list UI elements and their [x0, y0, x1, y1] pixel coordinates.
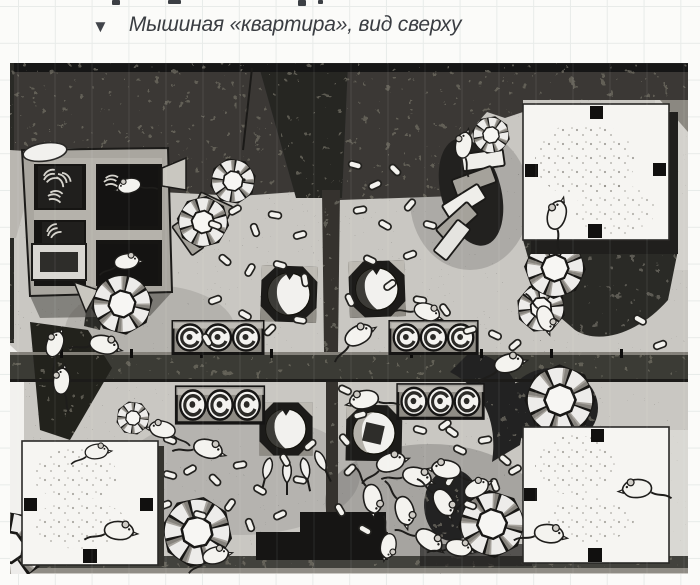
- triangle-marker-icon: ▼: [92, 16, 109, 36]
- staircase-top-middle: [432, 114, 514, 262]
- bottle-rack: [398, 385, 484, 419]
- clipped-text-fragment: [168, 0, 181, 4]
- figure-caption: ▼ Мышиная «квартира», вид сверху: [92, 13, 461, 37]
- bottle-rack: [173, 322, 263, 354]
- bottle-rack: [176, 387, 263, 423]
- spiral-tower-top-left: [170, 156, 258, 255]
- vertical-divider-lower: [326, 382, 338, 517]
- grid-overlay: [17, 63, 688, 574]
- clipped-text-fragment: [318, 0, 323, 4]
- platform-bottom-left: [21, 440, 164, 566]
- bottle-rack: [390, 322, 477, 354]
- caption-text: Мышиная «квартира», вид сверху: [128, 13, 462, 36]
- spiral-tower-mid-left: [72, 269, 157, 339]
- clipped-text-fragment: [112, 0, 120, 5]
- vertical-divider-upper: [322, 190, 340, 352]
- water-dish: [347, 259, 407, 319]
- water-dish: [259, 264, 319, 324]
- platform-bottom-right: [512, 426, 673, 564]
- platform-top-right: [522, 103, 678, 254]
- horizontal-divider: [10, 352, 688, 382]
- nest-box: [20, 141, 187, 318]
- top-wall: [10, 63, 688, 238]
- clipped-text-fragment: [298, 0, 306, 6]
